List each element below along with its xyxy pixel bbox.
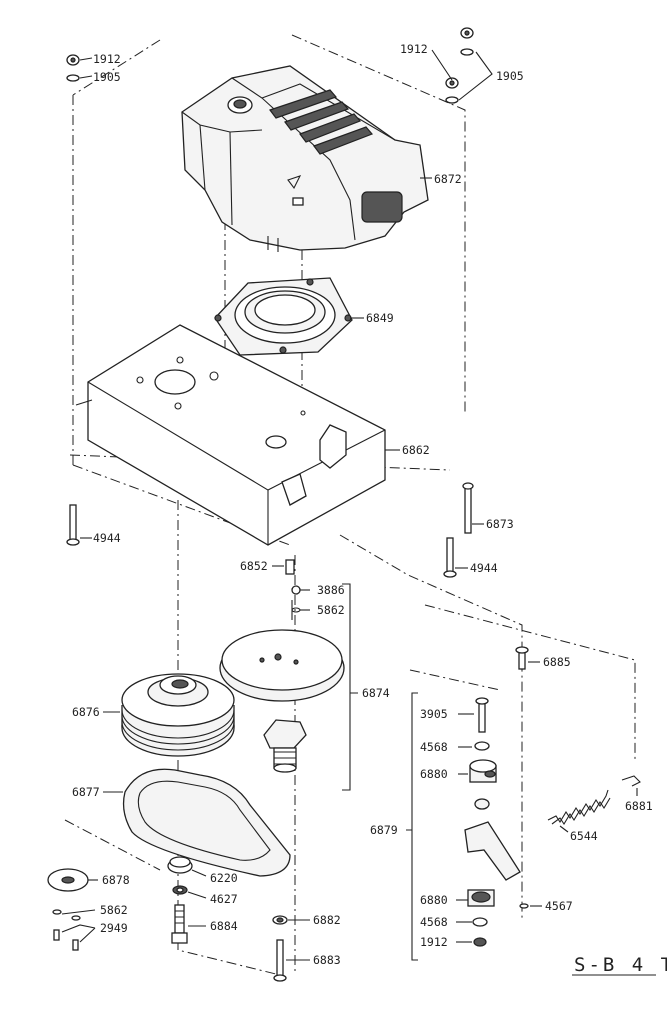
label-1912-top-left: 1912 xyxy=(93,52,121,66)
label-1905-top-left: 1905 xyxy=(93,70,121,84)
label-6862: 6862 xyxy=(402,443,430,457)
label-2949: 2949 xyxy=(100,921,128,935)
diagram-code: S-B 4 T xyxy=(574,954,667,976)
label-1905-top-right: 1905 xyxy=(496,69,524,83)
label-3886: 3886 xyxy=(317,583,345,597)
label-6884: 6884 xyxy=(210,919,238,933)
label-4627: 4627 xyxy=(210,892,238,906)
pulley-part xyxy=(121,673,235,757)
idler-stack-part xyxy=(464,646,529,947)
label-1912-lower: 1912 xyxy=(420,935,448,949)
label-6544: 6544 xyxy=(570,829,598,843)
flange-plate-part xyxy=(214,277,353,356)
small-plate-part xyxy=(47,868,89,951)
top-fasteners xyxy=(66,27,474,104)
label-4568-lower: 4568 xyxy=(420,915,448,929)
bottom-bolt-part xyxy=(272,915,288,982)
label-6879: 6879 xyxy=(370,823,398,837)
hub-stack-part xyxy=(167,856,193,944)
label-4568-upper: 4568 xyxy=(420,740,448,754)
part-labels: 1912 1905 1912 1905 6872 6849 6862 4944 … xyxy=(72,42,653,967)
label-6872: 6872 xyxy=(434,172,462,186)
label-4944-left: 4944 xyxy=(93,531,121,545)
label-6878: 6878 xyxy=(102,873,130,887)
label-5862-upper: 5862 xyxy=(317,603,345,617)
disc-part xyxy=(219,629,345,773)
label-6880-upper: 6880 xyxy=(420,767,448,781)
label-6883: 6883 xyxy=(313,953,341,967)
label-6881: 6881 xyxy=(625,799,653,813)
engine-part xyxy=(181,65,429,252)
label-4567: 4567 xyxy=(545,899,573,913)
label-5862-lower: 5862 xyxy=(100,903,128,917)
leader-lines xyxy=(61,49,656,976)
label-6220: 6220 xyxy=(210,871,238,885)
label-6876: 6876 xyxy=(72,705,100,719)
spring-part xyxy=(547,775,641,826)
deck-plate-part xyxy=(75,324,386,546)
label-6852: 6852 xyxy=(240,559,268,573)
label-4944-right: 4944 xyxy=(470,561,498,575)
label-6873: 6873 xyxy=(486,517,514,531)
label-6849: 6849 xyxy=(366,311,394,325)
label-1912-top-right: 1912 xyxy=(400,42,428,56)
label-6885: 6885 xyxy=(543,655,571,669)
label-6880-lower: 6880 xyxy=(420,893,448,907)
bolts-group xyxy=(66,482,474,620)
label-6874: 6874 xyxy=(362,686,390,700)
label-3905: 3905 xyxy=(420,707,448,721)
label-6882: 6882 xyxy=(313,913,341,927)
label-6877: 6877 xyxy=(72,785,100,799)
belt-part xyxy=(122,768,291,877)
